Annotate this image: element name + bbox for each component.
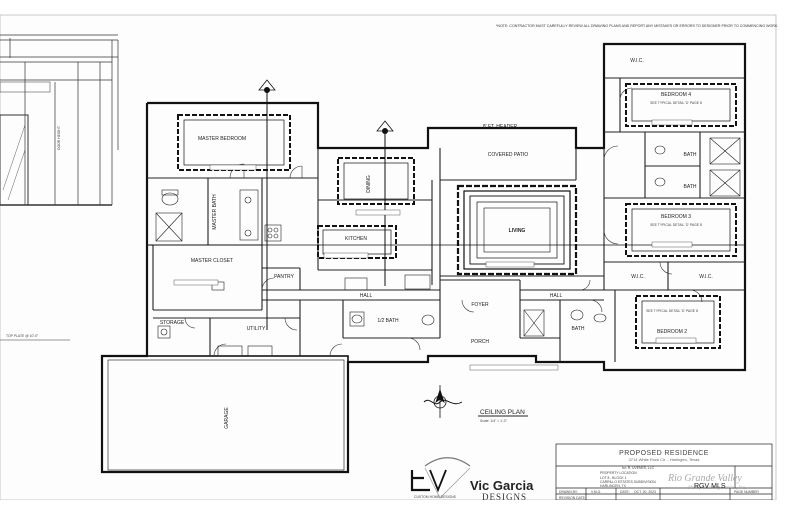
- bedroom-2-label: BEDROOM 2: [657, 329, 687, 335]
- half-bath-label: 1/2 BATH: [377, 318, 399, 324]
- drawn-by-initials: V.M.G.: [591, 490, 601, 494]
- contractor-note: *NOTE: CONTRACTOR MUST CAREFULLY REVIEW …: [496, 24, 778, 28]
- project-address: 3714 White Rock Cir. - Harlingen, Texas: [629, 457, 700, 462]
- mls-watermark-line2: Multiple Listing Service, Inc.: [687, 486, 746, 491]
- mls-badge: RGV MLS: [694, 483, 726, 490]
- top-plate-label: TOP PLATE @ 10'-0": [6, 334, 39, 338]
- hall-label-2: HALL: [550, 293, 563, 299]
- left-elevation-fragment: [0, 34, 119, 341]
- page-number-label: PAGE NUMBER: [734, 490, 759, 494]
- drawn-by-label: DRAWN BY:: [559, 490, 578, 494]
- bedroom-4-detail: SEE TYPICAL DETAIL 'D' PAGE 8: [650, 101, 702, 105]
- north-arrow-icon: [423, 385, 463, 418]
- wic-mid-2-label: W.I.C.: [699, 274, 713, 280]
- tray-notes: [173, 119, 697, 371]
- project-client: for: R. UVENES, LLC: [622, 466, 655, 470]
- bath-upper-label: BATH: [684, 152, 697, 158]
- foyer-label: FOYER: [471, 302, 489, 308]
- date-label: DATE:: [620, 490, 630, 494]
- property-lot: LOT 8 , BLOCK 1: [600, 476, 627, 480]
- logo-name: Vic Garcia: [470, 478, 534, 493]
- section-cut-lines: [150, 85, 745, 330]
- paper-border: [0, 14, 777, 501]
- ceiling-plan-scale: Scale: 1/4" = 1'-0": [480, 419, 508, 423]
- ceiling-plan-title: CEILING PLAN: [480, 409, 525, 416]
- master-bath-label: MASTER BATH: [212, 194, 218, 230]
- interior-walls: [147, 77, 745, 362]
- dining-label: DINING: [366, 175, 372, 193]
- title-block: [555, 443, 773, 501]
- hall-label-1: HALL: [360, 293, 373, 299]
- wic-mid-1-label: W.I.C.: [631, 274, 645, 280]
- bedroom-3-label: BEDROOM 3: [661, 214, 691, 220]
- pantry-label: PANTRY: [274, 274, 294, 280]
- revision-label: REVISION DATE:: [559, 496, 586, 500]
- utility-label: UTILITY: [247, 326, 266, 332]
- covered-patio-label: COVERED PATIO: [488, 152, 528, 158]
- logo-tagline: CUSTOM HOME DESIGNS: [414, 495, 457, 499]
- wic-top-label: W.I.C.: [630, 58, 644, 64]
- mls-watermark-line1: Rio Grande Valley: [667, 473, 742, 484]
- bedroom-2-detail: SEE TYPICAL DETAIL 'D' PAGE 8: [646, 309, 698, 313]
- plan-title: CEILING PLAN Scale: 1/4" = 1'-0": [478, 409, 528, 423]
- logo-designs: DESIGNS: [482, 492, 527, 500]
- porch-label: PORCH: [471, 339, 489, 345]
- date-value: OCT. 20, 2023: [634, 490, 656, 494]
- storage-label: STORAGE: [160, 320, 185, 326]
- master-closet-label: MASTER CLOSET: [191, 258, 233, 264]
- vic-garcia-logo: Vic Garcia DESIGNS CUSTOM HOME DESIGNS: [410, 457, 534, 502]
- garage-label: GARAGE: [224, 407, 230, 429]
- vertical-note: DOOR HEIGHT: [57, 126, 61, 150]
- kitchen-label: KITCHEN: [345, 236, 367, 242]
- bath-lower-label: BATH: [572, 326, 585, 332]
- project-title: PROPOSED RESIDENCE: [619, 450, 709, 457]
- property-label: PROPERTY LOCATION: [600, 471, 637, 475]
- property-city: HARLINGEN, TX: [600, 484, 627, 488]
- living-label: LIVING: [509, 228, 526, 234]
- bath-upper-2-label: BATH: [684, 184, 697, 190]
- bedroom-4-label: BEDROOM 4: [661, 92, 691, 98]
- ft-header-label: 8' FT. HEADER: [483, 124, 518, 130]
- property-subdivision: CARRILLO ESTATES SUBDIVISION: [600, 480, 656, 484]
- section-marker-1: [258, 79, 276, 93]
- master-bedroom-label: MASTER BEDROOM: [198, 136, 246, 142]
- section-marker-2: [376, 120, 394, 134]
- bedroom-3-detail: SEE TYPICAL DETAIL 'D' PAGE 8: [650, 223, 702, 227]
